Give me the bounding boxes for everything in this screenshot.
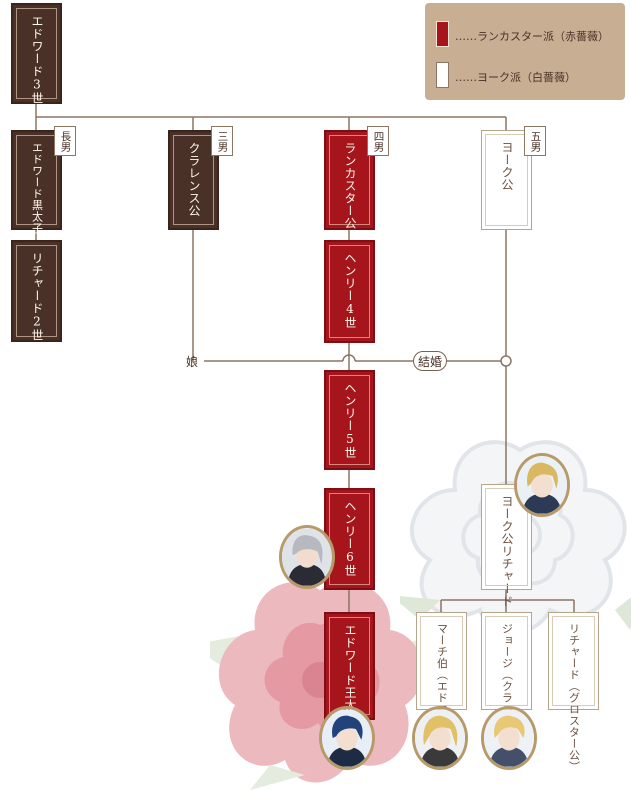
person-name: リチャード（グロスター公） — [567, 623, 581, 773]
person-henry4: ヘンリー4世 — [324, 240, 375, 343]
portrait-henry6 — [279, 525, 335, 589]
legend: ……ランカスター派（赤薔薇） ……ヨーク派（白薔薇） — [425, 3, 625, 100]
person-name: ヘンリー5世 — [343, 382, 357, 459]
order-badge-fourth-son: 四男 — [367, 126, 389, 156]
person-york-duke: ヨーク公 — [481, 130, 532, 230]
person-richard-york: ヨーク公リチャード — [481, 484, 532, 608]
person-richard2: リチャード2世 — [11, 240, 62, 342]
daughter-label: 娘 — [186, 355, 199, 369]
order-badge-first-son: 長男 — [54, 126, 76, 156]
person-name: エドワード3世 — [30, 15, 44, 105]
legend-lancaster-label: ……ランカスター派（赤薔薇） — [455, 30, 609, 43]
portrait-richard-york — [514, 453, 570, 517]
person-prince-edward: エドワード王太子 — [324, 612, 375, 724]
portrait-george — [481, 706, 537, 770]
person-george: ジョージ（クラレンス公） — [481, 612, 532, 761]
portrait-prince-edward — [319, 706, 375, 770]
person-name: エドワード王太子 — [343, 624, 357, 724]
person-name: クラレンス公 — [187, 142, 201, 217]
person-richard-gloucester: リチャード（グロスター公） — [548, 612, 599, 773]
legend-york-label: ……ヨーク派（白薔薇） — [455, 71, 576, 84]
order-badge-third-son: 三男 — [211, 126, 233, 156]
legend-york-swatch — [436, 62, 449, 88]
person-name: リチャード2世 — [30, 252, 44, 342]
person-henry6: ヘンリー6世 — [324, 488, 375, 590]
person-name: ランカスター公 — [343, 142, 357, 230]
person-henry5: ヘンリー5世 — [324, 370, 375, 470]
person-name: ヨーク公リチャード — [500, 495, 514, 608]
person-name: ヨーク公 — [500, 141, 514, 191]
person-name: ヘンリー4世 — [343, 252, 357, 329]
portrait-march — [412, 706, 468, 770]
marriage-label: 結婚 — [413, 351, 447, 371]
legend-lancaster-swatch — [436, 21, 449, 47]
person-clarence: クラレンス公 — [168, 130, 219, 230]
person-lancaster: ランカスター公 — [324, 130, 375, 230]
order-badge-fifth-son: 五男 — [524, 126, 546, 156]
person-edward3: エドワード3世 — [11, 3, 62, 105]
person-name: ヘンリー6世 — [343, 500, 357, 577]
person-march: マーチ伯（エドワード4世） — [416, 612, 467, 775]
